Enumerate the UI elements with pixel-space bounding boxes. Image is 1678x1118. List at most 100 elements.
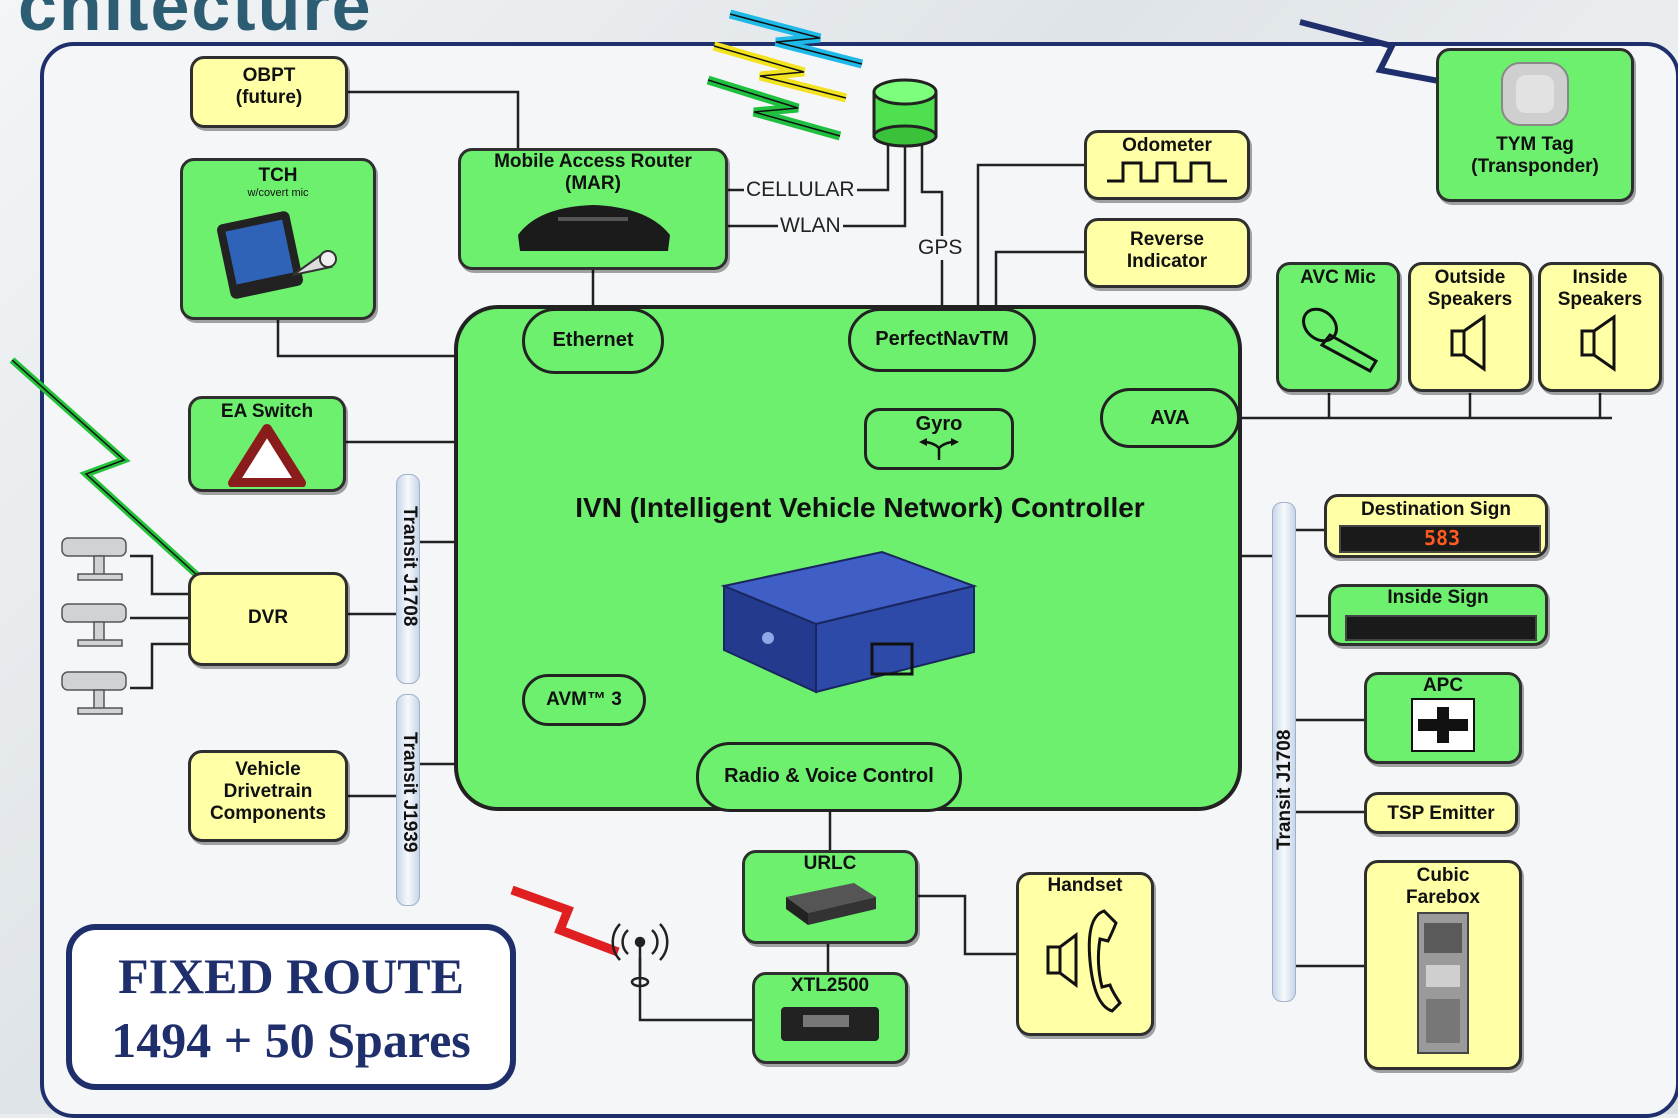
drivetrain-box[interactable]: Vehicle Drivetrain Components <box>188 750 348 842</box>
microphone-icon <box>1302 307 1379 374</box>
urlc-box[interactable]: URLC <box>742 850 918 944</box>
tsp-label: TSP Emitter <box>1387 803 1495 824</box>
radio-voice-label: Radio & Voice Control <box>724 765 934 787</box>
farebox-box[interactable]: Cubic Farebox <box>1364 860 1522 1070</box>
obpt-box[interactable]: OBPT (future) <box>190 56 348 128</box>
inside-sign-label: Inside Sign <box>1387 587 1489 608</box>
odometer-box[interactable]: Odometer <box>1084 130 1250 200</box>
xtl-antenna-link <box>638 958 752 1022</box>
avc-mic-box[interactable]: AVC Mic <box>1276 262 1400 392</box>
ava-port[interactable]: AVA <box>1100 388 1240 448</box>
reverse-indicator-box[interactable]: Reverse Indicator <box>1084 218 1250 288</box>
controller-unit-icon <box>720 550 978 694</box>
handset-box[interactable]: Handset <box>1016 872 1154 1036</box>
outside-speakers-label-2: Speakers <box>1427 289 1513 310</box>
ea-switch-box[interactable]: EA Switch <box>188 396 346 492</box>
reverse-line <box>994 250 1085 308</box>
farebox-label-1: Cubic <box>1416 865 1470 886</box>
camera-icons <box>61 537 127 715</box>
cam1-link <box>130 554 190 596</box>
reverse-label-2: Indicator <box>1126 251 1208 272</box>
outside-speakers-label-1: Outside <box>1434 267 1506 288</box>
outside-speakers-box[interactable]: Outside Speakers <box>1408 262 1532 392</box>
inside-speakers-label-2: Speakers <box>1557 289 1643 310</box>
j1708-right-bus <box>1272 502 1296 1002</box>
tsp-emitter-box[interactable]: TSP Emitter <box>1364 792 1518 834</box>
avm-label: AVM™ 3 <box>546 689 622 710</box>
mar-label-1: Mobile Access Router <box>494 151 692 172</box>
gyro-port[interactable]: Gyro <box>864 408 1014 470</box>
avc-mic-label: AVC Mic <box>1300 267 1376 288</box>
obpt-label-2: (future) <box>235 87 303 108</box>
obpt-link <box>348 90 520 150</box>
odometer-label: Odometer <box>1122 135 1212 156</box>
j1939-bus <box>396 694 420 906</box>
router-icon <box>518 205 670 251</box>
ethernet-port[interactable]: Ethernet <box>522 308 664 374</box>
controller-title: IVN (Intelligent Vehicle Network) Contro… <box>575 492 1145 523</box>
mar-label-2: (MAR) <box>565 173 621 194</box>
gyro-arrows-icon <box>919 438 959 460</box>
speaker-icon <box>1450 314 1486 372</box>
wlan-label: WLAN <box>778 214 843 238</box>
j1939-label: Transit J1939 <box>399 732 420 853</box>
page-heading: chitecture <box>18 0 373 45</box>
obpt-label-1: OBPT <box>242 65 296 86</box>
pulse-wave-icon <box>1107 161 1227 183</box>
perfectnav-port[interactable]: PerfectNavTM <box>848 308 1036 372</box>
reverse-label-1: Reverse <box>1130 229 1204 250</box>
warning-triangle-icon <box>228 424 306 488</box>
farebox-label-2: Farebox <box>1406 887 1480 908</box>
avm-port[interactable]: AVM™ 3 <box>522 674 646 726</box>
touchscreen-icon <box>217 211 337 299</box>
urlc-handset-link <box>917 894 1016 956</box>
perfectnav-label: PerfectNavTM <box>875 328 1009 350</box>
fixed-route-line-1: FIXED ROUTE <box>118 948 464 1004</box>
ethernet-label: Ethernet <box>552 329 634 351</box>
gps-antenna-icon <box>872 78 938 148</box>
tch-sublabel: w/covert mic <box>247 187 309 199</box>
drivetrain-label-3: Components <box>209 803 327 824</box>
inside-speakers-label-1: Inside <box>1572 267 1628 288</box>
xtl-label: XTL2500 <box>790 975 870 996</box>
tch-label: TCH <box>258 165 298 186</box>
xtl2500-box[interactable]: XTL2500 <box>752 972 908 1064</box>
gyro-label: Gyro <box>915 413 963 435</box>
radio-voice-port[interactable]: Radio & Voice Control <box>696 742 962 812</box>
destination-sign-label: Destination Sign <box>1361 499 1511 520</box>
inside-sign-box[interactable]: Inside Sign <box>1328 584 1548 646</box>
apc-label: APC <box>1422 675 1464 696</box>
transponder-icon <box>1501 62 1569 126</box>
radio-unit-icon <box>781 1007 879 1041</box>
cellular-label: CELLULAR <box>744 178 857 202</box>
destination-sign-display: 583 <box>1339 525 1541 553</box>
handset-label: Handset <box>1047 875 1123 896</box>
tch-box[interactable]: TCH w/covert mic <box>180 158 376 320</box>
mar-box[interactable]: Mobile Access Router (MAR) <box>458 148 728 270</box>
radio-antenna-icon <box>611 923 669 988</box>
telephone-handset-icon <box>1046 909 1122 1013</box>
inside-speakers-box[interactable]: Inside Speakers <box>1538 262 1662 392</box>
j1708-left-bus <box>396 474 420 684</box>
dvr-box[interactable]: DVR <box>188 572 348 666</box>
dvr-label: DVR <box>247 607 289 628</box>
cam3-link <box>130 642 190 690</box>
drivetrain-label-1: Vehicle <box>235 759 301 780</box>
passenger-counter-icon <box>1411 698 1475 752</box>
odometer-line <box>976 163 1085 308</box>
tym-label-1: TYM Tag <box>1496 134 1574 155</box>
ea-switch-label: EA Switch <box>220 401 314 422</box>
gps-line <box>920 145 944 308</box>
tch-link <box>276 320 456 358</box>
fixed-route-callout: FIXED ROUTE 1494 + 50 Spares <box>66 924 516 1090</box>
apc-box[interactable]: APC <box>1364 672 1522 764</box>
gps-label: GPS <box>916 236 965 260</box>
xtl-bolt-icon <box>510 885 620 957</box>
tym-tag-box[interactable]: TYM Tag (Transponder) <box>1436 48 1634 202</box>
inside-sign-display <box>1345 615 1537 641</box>
fixed-route-line-2: 1494 + 50 Spares <box>111 1012 471 1068</box>
drivetrain-label-2: Drivetrain <box>223 781 313 802</box>
destination-sign-box[interactable]: Destination Sign 583 <box>1324 494 1548 558</box>
j1708-left-label: Transit J1708 <box>399 506 420 627</box>
